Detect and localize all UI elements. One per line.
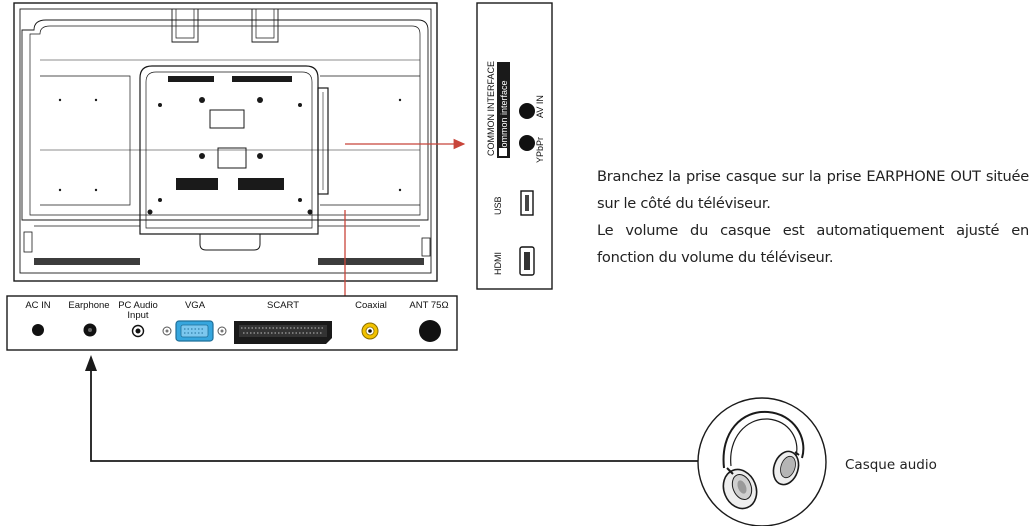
ypbpr-label: YPbPr <box>535 137 545 163</box>
instructions: Branchez la prise casque sur la prise EA… <box>597 163 1029 271</box>
ac-in-label: AC IN <box>25 300 50 311</box>
earphone-label: Earphone <box>68 300 109 311</box>
pc-audio-label-line2: Input <box>127 310 148 321</box>
antenna-jack <box>419 320 441 342</box>
scart-label: SCART <box>267 300 299 311</box>
side-panel: COMMON INTERFACE Common interface AV IN … <box>476 2 553 290</box>
instruction-paragraph-2: Le volume du casque est automatiquement … <box>597 222 1029 266</box>
ac-in-jack <box>32 324 44 336</box>
av-in-jack <box>519 103 535 119</box>
vga-label: VGA <box>185 300 206 311</box>
coaxial-label: Coaxial <box>355 300 387 311</box>
usb-label: USB <box>493 196 503 215</box>
headphones-caption: Casque audio <box>845 457 937 473</box>
instruction-paragraph-1: Branchez la prise casque sur la prise EA… <box>597 168 1029 212</box>
tv-back-illustration <box>13 2 438 282</box>
common-interface-title: COMMON INTERFACE <box>486 61 496 156</box>
av-in-label: AV IN <box>535 95 545 118</box>
ypbpr-jack <box>519 135 535 151</box>
cable-arrowhead <box>85 355 97 371</box>
headphones-illustration <box>697 397 827 526</box>
headphone-cable <box>90 362 698 462</box>
hdmi-label: HDMI <box>493 252 503 275</box>
ports-panel: AC IN Earphone PC Audio Input VGA SCART … <box>6 295 458 351</box>
common-interface-slot-label: Common interface <box>499 80 509 154</box>
pc-audio-label-line1: PC Audio <box>118 300 158 311</box>
ant-label: ANT 75Ω <box>409 300 448 311</box>
